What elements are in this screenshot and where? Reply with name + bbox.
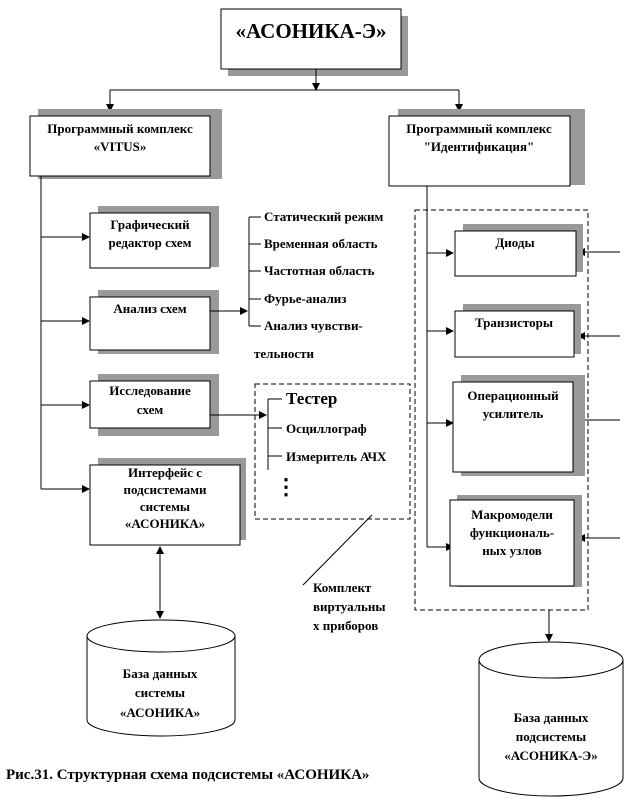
db-asonika-e-cylinder: База данных подсистемы «АСОНИКА-Э» — [478, 641, 624, 797]
asonika-e-label: «АСОНИКА-Э» — [236, 19, 387, 43]
interface-line3: системы — [140, 499, 190, 514]
mode-time: Временная область — [264, 236, 378, 251]
interface-line2: подсистемами — [124, 482, 207, 497]
analysis-modes-connectors — [210, 216, 261, 327]
instrument-afc-meter: Измеритель АЧХ — [286, 449, 387, 464]
analysis-modes-list: Статический режим Временная область Част… — [254, 209, 383, 361]
opamp-box: Операционный усилитель — [452, 375, 585, 476]
macro-line2: функциональ- — [470, 525, 554, 540]
db-asonika-line3: «АСОНИКА» — [120, 705, 200, 720]
vitus-line2: «VITUS» — [94, 139, 147, 154]
instrument-tester: Тестер — [286, 389, 337, 408]
graphic-editor-line1: Графический — [110, 217, 190, 232]
circuit-research-line1: Исследование — [109, 383, 191, 398]
macro-line3: ных узлов — [482, 543, 542, 558]
mode-static: Статический режим — [264, 209, 383, 224]
opamp-line1: Операционный — [467, 388, 559, 403]
models-group: Диоды Транзисторы Операционный усилитель… — [414, 186, 620, 611]
diodes-label: Диоды — [495, 235, 534, 250]
ident-line2: "Идентификация" — [424, 139, 535, 154]
db-asonika-e-line3: «АСОНИКА-Э» — [504, 748, 597, 763]
interface-line4: «АСОНИКА» — [125, 516, 205, 531]
db-asonika-e-line2: подсистемы — [516, 729, 586, 744]
virtual-kit-leader — [302, 514, 373, 586]
vitus-trunk — [40, 176, 90, 493]
virtual-instruments-group: Тестер Осциллограф Измеритель АЧХ ⋮ — [210, 383, 411, 520]
virtual-kit-label: Комплект виртуальны х приборов — [313, 580, 386, 633]
db-asonika-line2: системы — [135, 685, 185, 700]
instrument-ellipsis: ⋮ — [275, 474, 297, 499]
mode-fourier: Фурье-анализ — [264, 291, 346, 306]
graphic-editor-box: Графический редактор схем — [89, 206, 219, 269]
mode-sensitivity-1: Анализ чувстви- — [264, 318, 363, 333]
macromodels-box: Макромодели функциональ- ных узлов — [449, 495, 582, 587]
virtual-kit-line2: виртуальны — [313, 599, 386, 614]
transistors-box: Транзисторы — [454, 304, 581, 358]
ident-line1: Программный комплекс — [406, 121, 552, 136]
virtual-kit-line1: Комплект — [313, 580, 372, 595]
db-asonika-cylinder: База данных системы «АСОНИКА» — [86, 619, 236, 737]
top-connectors — [106, 69, 463, 112]
db-asonika-line1: База данных — [123, 666, 198, 681]
mode-sensitivity-2: тельности — [254, 346, 314, 361]
circuit-research-box: Исследование схем — [89, 374, 219, 436]
circuit-analysis-box: Анализ схем — [89, 290, 219, 354]
interface-line1: Интерфейс с — [128, 465, 202, 480]
identification-box: Программный комплекс "Идентификация" — [388, 109, 585, 187]
transistors-label: Транзисторы — [475, 315, 553, 330]
vitus-line1: Программный комплекс — [47, 121, 193, 136]
macro-line1: Макромодели — [471, 507, 553, 522]
instrument-oscillograph: Осциллограф — [286, 421, 367, 436]
mode-freq: Частотная область — [264, 263, 375, 278]
diodes-box: Диоды — [454, 224, 583, 277]
interface-box: Интерфейс с подсистемами системы «АСОНИК… — [89, 458, 246, 546]
circuit-research-line2: схем — [137, 402, 164, 417]
circuit-analysis-label: Анализ схем — [113, 301, 186, 316]
virtual-kit-line3: х приборов — [313, 618, 378, 633]
vitus-box: Программный комплекс «VITUS» — [29, 109, 222, 179]
figure-caption: Рис.31. Структурная схема подсистемы «АС… — [6, 767, 369, 783]
graphic-editor-line2: редактор схем — [109, 235, 192, 250]
opamp-line2: усилитель — [483, 406, 544, 421]
asonika-e-box: «АСОНИКА-Э» — [220, 8, 408, 76]
db-asonika-e-line1: База данных — [514, 710, 589, 725]
